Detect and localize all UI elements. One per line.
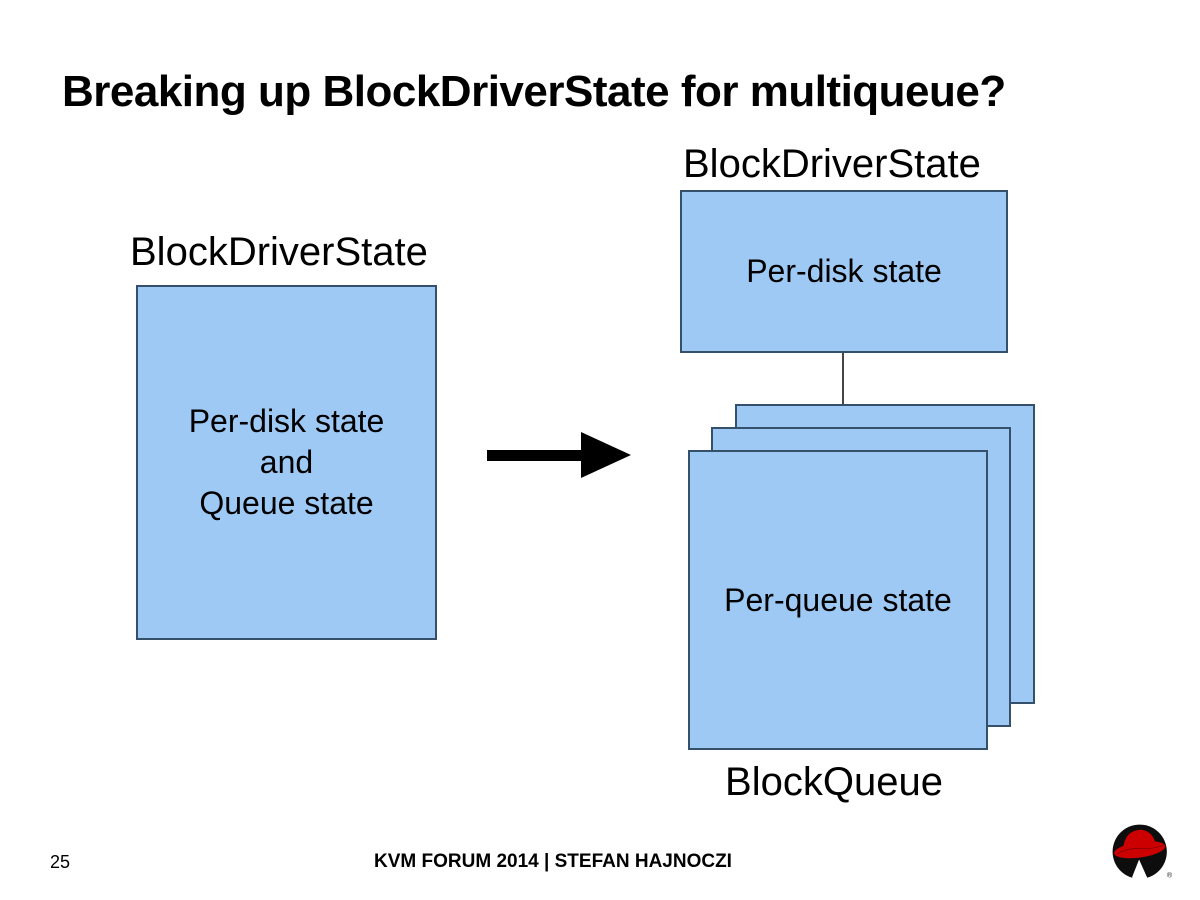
svg-text:®: ® xyxy=(1167,872,1173,880)
per-queue-state-text: Per-queue state xyxy=(724,581,952,618)
left-box-line: Per-disk state xyxy=(188,403,385,439)
page-number: 25 xyxy=(50,852,71,872)
left-box-line: and xyxy=(259,444,314,480)
redhat-logo-icon: ® xyxy=(1112,824,1173,880)
slide-title: Breaking up BlockDriverState for multiqu… xyxy=(62,67,1006,116)
left-blockdriverstate-box: Per-disk state and Queue state xyxy=(136,285,437,640)
blockqueue-box-front: Per-queue state xyxy=(688,450,988,750)
arrow-right-icon xyxy=(487,432,631,478)
left-box-line: Queue state xyxy=(199,485,374,521)
left-blockdriverstate-label: BlockDriverState xyxy=(130,230,428,274)
per-disk-state-box: Per-disk state xyxy=(680,190,1008,353)
right-blockdriverstate-label: BlockDriverState xyxy=(683,142,981,186)
per-disk-state-text: Per-disk state xyxy=(746,253,942,289)
footer-text: KVM FORUM 2014 | STEFAN HAJNOCZI xyxy=(374,851,732,872)
blockqueue-label: BlockQueue xyxy=(725,760,943,804)
connector-line xyxy=(842,353,844,405)
